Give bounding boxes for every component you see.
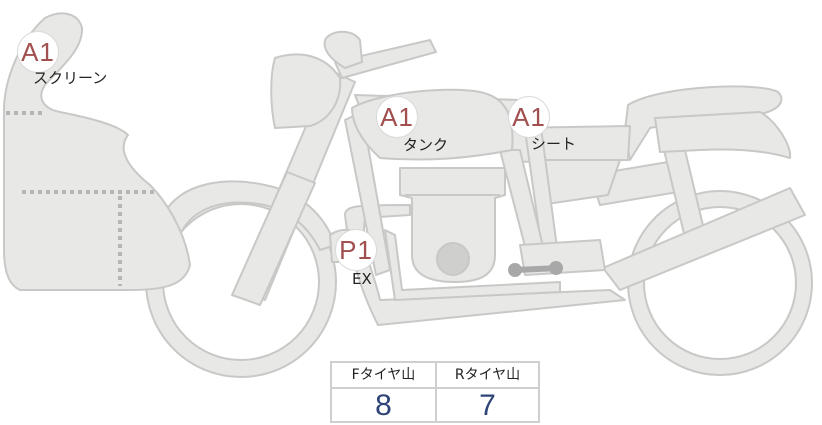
fork-tube xyxy=(231,171,316,306)
front-tire-value: 8 xyxy=(375,389,392,422)
screen-grade-badge: A1 xyxy=(17,31,59,73)
seat-grade-badge: A1 xyxy=(508,96,550,138)
front-tire-header: Fタイヤ山 xyxy=(332,363,435,389)
seat-label: シート xyxy=(531,135,577,153)
exhaust-label: EX xyxy=(352,270,372,288)
tank-label: タンク xyxy=(403,136,449,154)
tank-grade-badge: A1 xyxy=(376,96,418,138)
shift-linkage xyxy=(508,261,563,277)
tail-cowl xyxy=(654,111,792,159)
downtube-loop xyxy=(384,229,561,301)
engine-cover xyxy=(436,242,470,276)
exhaust-grade-badge: P1 xyxy=(335,229,377,271)
mirror xyxy=(323,30,363,69)
handlebar xyxy=(334,39,437,79)
swingarm xyxy=(602,187,806,291)
windscreen xyxy=(3,12,191,291)
screen-label: スクリーン xyxy=(33,69,108,87)
engine-block xyxy=(399,167,506,283)
rear-tire-value: 7 xyxy=(479,389,496,422)
tire-tread-table: Fタイヤ山 Rタイヤ山 8 7 xyxy=(330,361,540,423)
headlight-nacelle xyxy=(270,53,342,129)
rear-tire-header: Rタイヤ山 xyxy=(437,363,538,389)
table-divider xyxy=(435,363,437,421)
